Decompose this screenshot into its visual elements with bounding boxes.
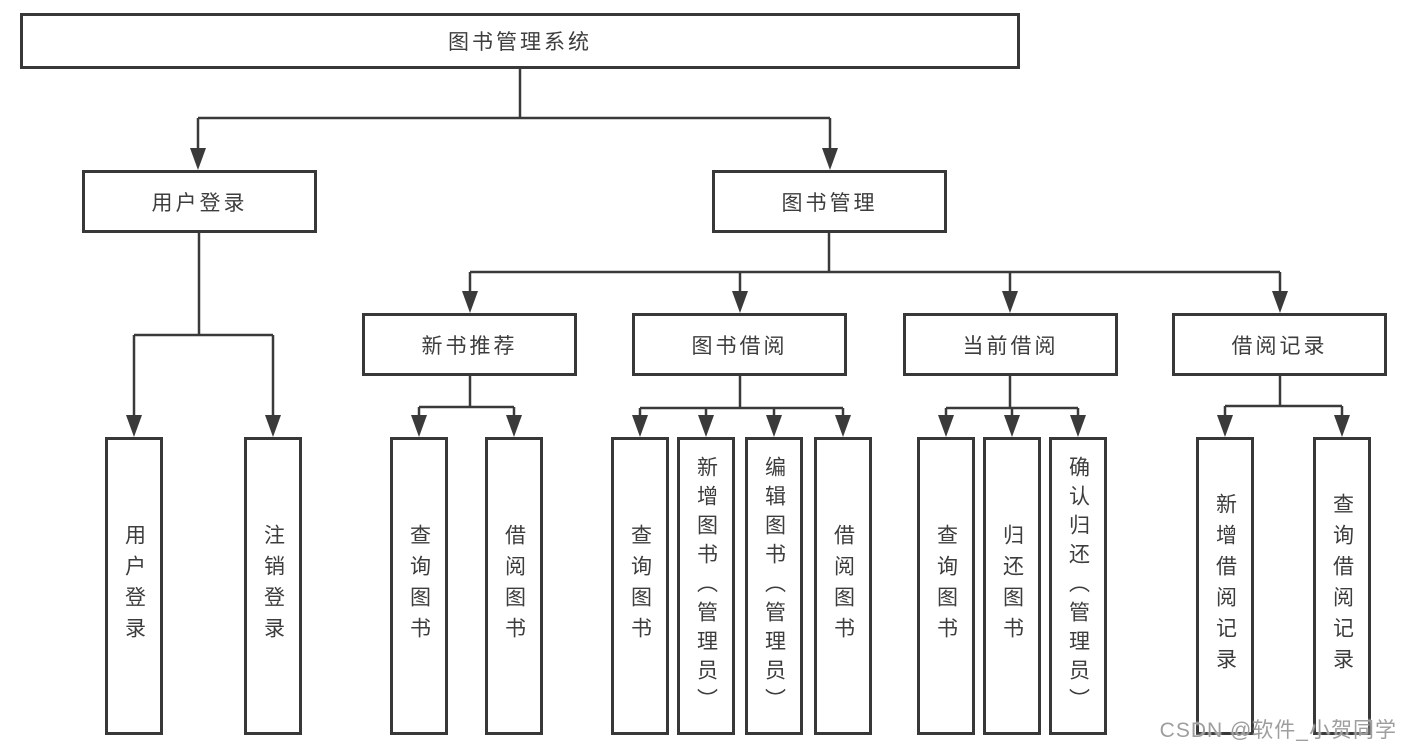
connector-current-borrow-to-leaves xyxy=(938,376,1086,437)
leaf-logout: 注销登录 xyxy=(244,437,302,735)
leaf-current-confirm-admin: 确认归还（管理员） xyxy=(1049,437,1107,735)
node-user-login-label: 用户登录 xyxy=(151,191,248,215)
node-book-management-label: 图书管理 xyxy=(781,191,878,215)
node-current-borrow: 当前借阅 xyxy=(903,313,1118,376)
connector-borrow-records-to-leaves xyxy=(1217,376,1350,437)
leaf-records-query: 查询借阅记录 xyxy=(1313,437,1371,735)
leaf-borrow-book-label: 借阅图书 xyxy=(831,524,855,648)
leaf-new-books-borrow: 借阅图书 xyxy=(485,437,543,735)
leaf-current-query-label: 查询图书 xyxy=(934,524,958,648)
leaf-current-return: 归还图书 xyxy=(983,437,1041,735)
csdn-watermark: CSDN @软件_小贺同学 xyxy=(1159,719,1397,742)
connector-user-login-to-leaves xyxy=(126,233,281,437)
connector-new-books-to-leaves xyxy=(411,376,522,437)
leaf-records-add-label: 新增借阅记录 xyxy=(1213,493,1237,679)
node-borrow-records: 借阅记录 xyxy=(1172,313,1387,376)
node-book-borrow: 图书借阅 xyxy=(632,313,847,376)
node-new-book-recommend-label: 新书推荐 xyxy=(421,334,518,358)
node-root-system: 图书管理系统 xyxy=(20,13,1020,69)
leaf-borrow-book: 借阅图书 xyxy=(814,437,872,735)
leaf-new-books-borrow-label: 借阅图书 xyxy=(502,524,526,648)
node-new-book-recommend: 新书推荐 xyxy=(362,313,577,376)
leaf-borrow-add-admin: 新增图书（管理员） xyxy=(677,437,735,735)
leaf-borrow-query-label: 查询图书 xyxy=(628,524,652,648)
leaf-logout-label: 注销登录 xyxy=(261,524,285,648)
leaf-records-query-label: 查询借阅记录 xyxy=(1330,493,1354,679)
leaf-user-login: 用户登录 xyxy=(105,437,163,735)
node-user-login: 用户登录 xyxy=(82,170,317,233)
connector-root-to-level2 xyxy=(190,69,838,170)
leaf-new-books-query: 查询图书 xyxy=(390,437,448,735)
leaf-borrow-edit-admin: 编辑图书（管理员） xyxy=(745,437,803,735)
leaf-current-confirm-admin-label: 确认归还（管理员） xyxy=(1066,455,1090,717)
node-root-system-label: 图书管理系统 xyxy=(448,31,592,54)
leaf-records-add: 新增借阅记录 xyxy=(1196,437,1254,735)
leaf-current-query: 查询图书 xyxy=(917,437,975,735)
connector-book-mgmt-to-level3 xyxy=(462,233,1288,313)
leaf-borrow-add-admin-label: 新增图书（管理员） xyxy=(694,455,718,717)
node-borrow-records-label: 借阅记录 xyxy=(1231,334,1328,358)
node-book-management: 图书管理 xyxy=(712,170,947,233)
node-current-borrow-label: 当前借阅 xyxy=(962,334,1059,358)
leaf-new-books-query-label: 查询图书 xyxy=(407,524,431,648)
leaf-borrow-query: 查询图书 xyxy=(611,437,669,735)
leaf-borrow-edit-admin-label: 编辑图书（管理员） xyxy=(762,455,786,717)
leaf-user-login-label: 用户登录 xyxy=(122,524,146,648)
connector-book-borrow-to-leaves xyxy=(632,376,851,437)
leaf-current-return-label: 归还图书 xyxy=(1000,524,1024,648)
node-book-borrow-label: 图书借阅 xyxy=(691,334,788,358)
